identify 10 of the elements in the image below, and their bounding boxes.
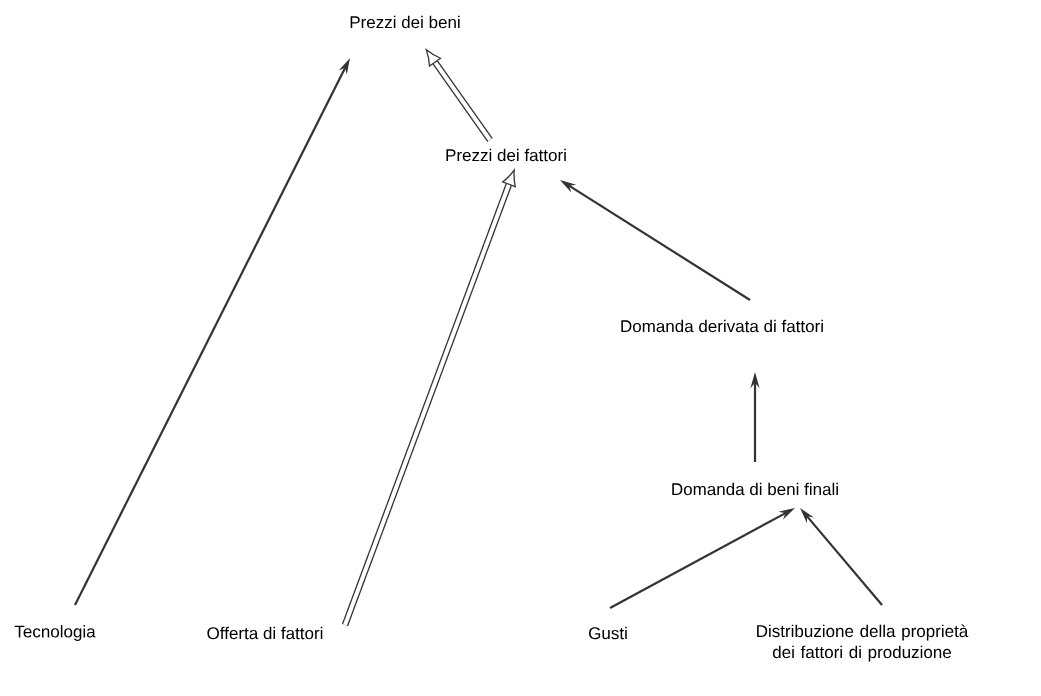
label-text: Prezzi dei beni (350, 15, 460, 29)
label-text: Distribuzione della proprietà dei fattori di produzione (757, 624, 969, 662)
arrow (425, 49, 493, 142)
arrow (341, 169, 516, 627)
label-text: Prezzi dei fattori (446, 148, 566, 162)
label-text: Gusti (589, 626, 627, 640)
label-text: Domanda di beni finali (672, 482, 838, 496)
label-text: Tecnologia (14, 625, 96, 641)
label-text: Offerta di fattori (207, 626, 323, 640)
label-text: Domanda derivata di fattori (621, 319, 823, 333)
